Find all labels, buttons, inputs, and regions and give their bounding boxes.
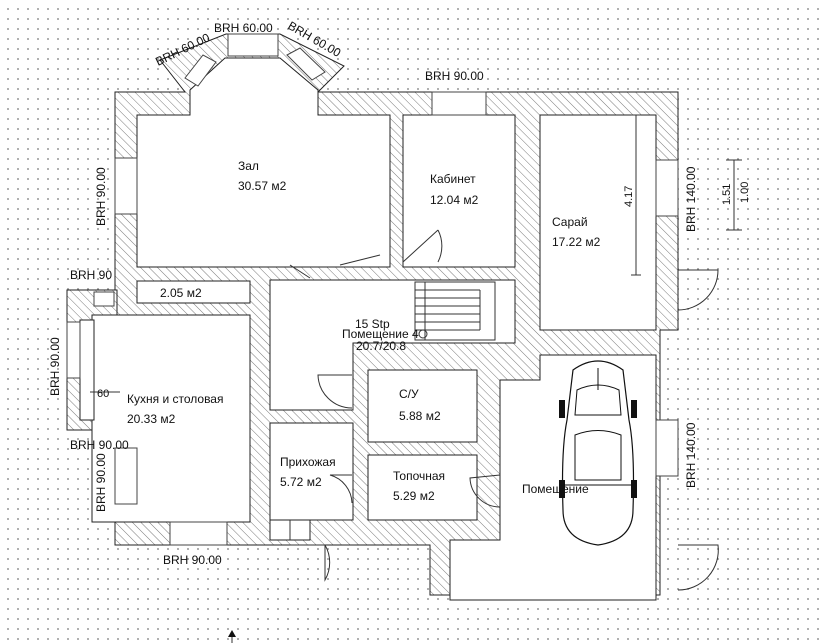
hall-room	[136, 57, 391, 268]
window-label-left-lower-a: BRH 90.00	[70, 438, 129, 452]
kitchen-name: Кухня и столовая	[127, 392, 223, 406]
hall-area: 30.57 м2	[238, 179, 287, 193]
window-left-hall	[114, 157, 138, 215]
office-area: 12.04 м2	[430, 193, 479, 207]
door-garage-exterior	[677, 544, 719, 591]
hall-name: Зал	[238, 159, 259, 173]
office-name: Кабинет	[430, 172, 476, 186]
right-dimension-b: 1.00	[739, 182, 751, 203]
kitchen-bay-room	[79, 319, 95, 421]
door-boiler	[469, 474, 501, 508]
window-label-left-small: BRH 90	[70, 268, 112, 282]
doors	[289, 229, 719, 591]
window-top-office	[431, 91, 487, 116]
kitchen-area: 20.33 м2	[127, 412, 176, 426]
barn-room	[539, 114, 657, 331]
window-label-left-lower-b: BRH 90.00	[94, 453, 108, 512]
window-label-left-hall: BRH 90.00	[94, 167, 108, 226]
window-left-kitchen	[66, 321, 81, 379]
door-entrance	[329, 474, 353, 504]
dimension-labels: 4.17 1.51 1.00	[623, 182, 751, 207]
stairs-area: 20.7/20.8	[356, 339, 406, 353]
door-stairs	[317, 374, 353, 409]
stair-outline	[414, 281, 496, 341]
stairs-steps: 15 Stp	[355, 317, 390, 331]
car-icon	[559, 360, 637, 546]
door-main-exterior	[289, 520, 331, 582]
barn-name: Сарай	[552, 215, 588, 229]
right-dimension-a: 1.51	[721, 184, 733, 205]
barn-area: 17.22 м2	[552, 235, 601, 249]
boiler-room	[367, 454, 478, 521]
window-label-top-office: BRH 90.00	[425, 69, 484, 83]
window-left-small	[93, 291, 115, 307]
entrance-area: 5.72 м2	[280, 475, 322, 489]
barn-depth-dimension: 4.17	[623, 186, 635, 207]
window-label-right-barn: BRH 140.00	[684, 166, 698, 232]
boiler-area: 5.29 м2	[393, 489, 435, 503]
door-office	[402, 229, 443, 263]
window-bottom-kitchen	[169, 521, 228, 546]
office-room	[402, 114, 516, 268]
entrance-room	[269, 422, 354, 521]
window-bay-left	[184, 54, 217, 87]
stairs-room	[269, 279, 516, 411]
door-barn-exterior	[677, 269, 719, 311]
bathroom-area: 5.88 м2	[399, 409, 441, 423]
window-left-lower	[114, 447, 138, 505]
window-bay-right	[286, 47, 326, 81]
staircase	[289, 254, 496, 341]
stairs-name: Помещение 4	[342, 327, 419, 341]
corridor-room	[136, 280, 251, 304]
window-right-garage	[655, 419, 679, 477]
kitchen-sill-dimension: 60	[97, 388, 109, 400]
garage-name: Помещение	[522, 482, 589, 496]
entrance-name: Прихожая	[280, 455, 336, 469]
corridor-area: 2.05 м2	[160, 286, 202, 300]
boiler-name: Топочная	[393, 469, 445, 483]
room-labels: Зал 30.57 м2 Кабинет 12.04 м2 Сарай 17.2…	[127, 159, 601, 503]
window-bay-center	[227, 33, 279, 57]
window-right-barn	[655, 159, 679, 217]
window-label-right-garage: BRH 140.00	[684, 422, 698, 488]
window-label-bottom-kitchen: BRH 90.00	[163, 553, 222, 567]
window-label-left-kitchen: BRH 90.00	[48, 337, 62, 396]
window-label-bay-center: BRH 60.00	[214, 21, 273, 35]
windows	[66, 33, 679, 546]
bathroom-room	[367, 369, 478, 443]
dimension-lines	[90, 114, 742, 643]
bathroom-name: С/У	[399, 387, 419, 401]
